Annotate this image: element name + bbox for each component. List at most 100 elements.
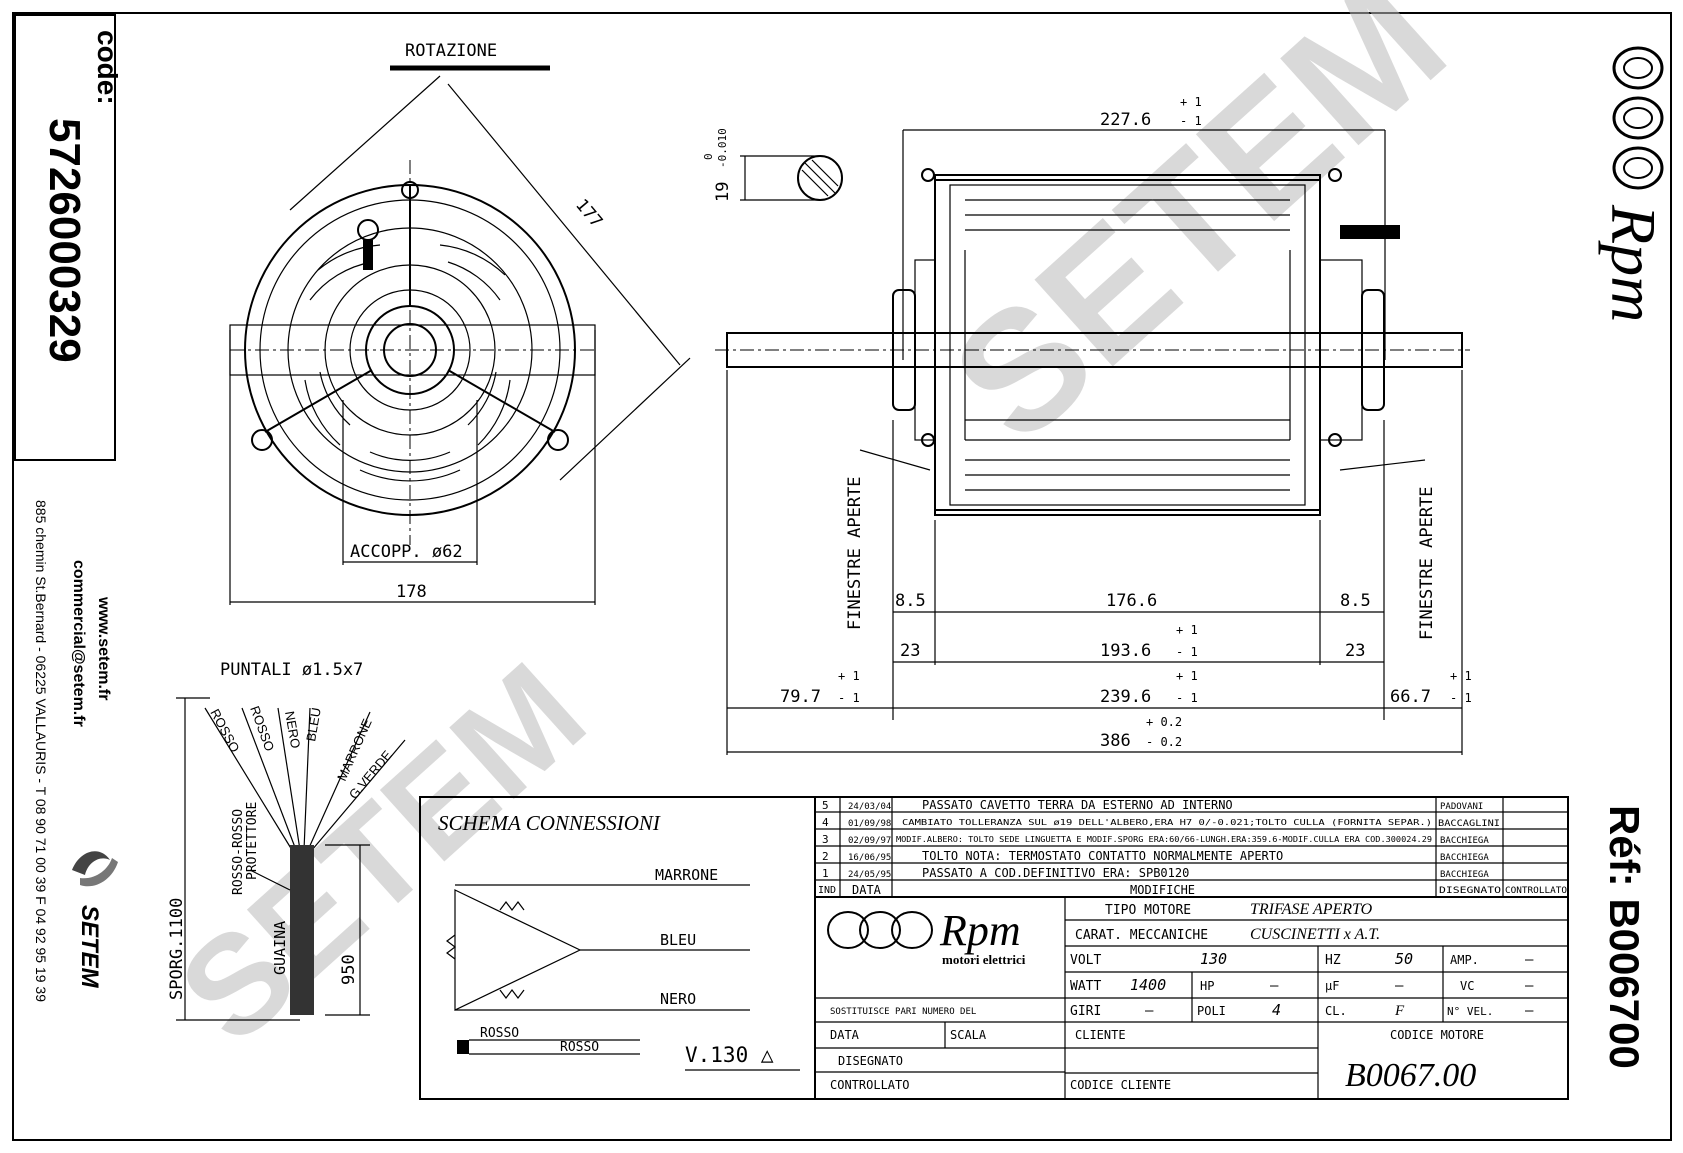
watt-label: WATT <box>1070 979 1101 994</box>
vc-value: – <box>1525 978 1534 994</box>
rev-head-mod: MODIFICHE <box>1130 883 1195 897</box>
schema-marrone: MARRONE <box>655 866 718 884</box>
coupling-dimension: ACCOPP. ø62 <box>350 542 463 562</box>
bolt-icon <box>921 168 935 182</box>
rev-by: BACCHIEGA <box>1440 870 1489 880</box>
rpm-small-text: Rpm <box>939 906 1021 955</box>
amp-label: AMP. <box>1450 953 1479 967</box>
cl-label: CL. <box>1325 1004 1347 1018</box>
rpm-logo-text: Rpm <box>1598 204 1669 322</box>
poli-value: 4 <box>1272 1001 1281 1019</box>
rev-text: MODIF.ALBERO: TOLTO SEDE LINGUETTA E MOD… <box>896 835 1432 844</box>
dim-23-left: 23 <box>900 641 920 661</box>
rev-ind: 1 <box>822 867 829 880</box>
codice-motore-value: B0067.00 <box>1345 1057 1476 1094</box>
rev-head-dis: DISEGNATO <box>1439 886 1501 896</box>
hp-label: HP <box>1200 979 1214 993</box>
volt-label: VOLT <box>1070 953 1101 968</box>
rpm-logo-small: Rpm motori elettrici <box>827 906 1026 967</box>
dim-193-6-tol-minus: - 1 <box>1176 645 1198 659</box>
shaft-diameter: 19 <box>713 182 733 202</box>
rev-date: 02/09/97 <box>848 836 891 846</box>
vel-value: – <box>1525 1003 1534 1019</box>
rev-by: BACCHIEGA <box>1440 836 1489 846</box>
codice-cliente-label: CODICE CLIENTE <box>1070 1078 1171 1092</box>
schema-title: SCHEMA CONNESSIONI <box>438 811 661 835</box>
setem-logo-text: SETEM <box>76 905 103 989</box>
top-length-tol-minus: - 1 <box>1180 114 1202 128</box>
code-box <box>14 14 116 461</box>
uf-value: – <box>1395 978 1404 994</box>
schema-bleu: BLEU <box>660 931 696 949</box>
drawing-reference: Réf: B006700 <box>1601 805 1648 1069</box>
wiring-schema: SCHEMA CONNESSIONI MARRONE BLEU NERO ROS… <box>419 796 816 1100</box>
shaft-tol-top: 0 <box>702 153 715 160</box>
rev-date: 24/05/95 <box>848 870 891 880</box>
vc-label: VC <box>1460 979 1474 993</box>
rev-head-ind: IND <box>818 885 836 896</box>
dim-386: 386 <box>1100 731 1131 751</box>
rev-by: BACCHIEGA <box>1440 853 1489 863</box>
dim-66-7: 66.7 <box>1390 687 1431 707</box>
bolt-icon <box>547 429 569 451</box>
dim-239-6-tol-minus: - 1 <box>1176 691 1198 705</box>
protector-label-1: ROSSO-ROSSO <box>231 809 246 895</box>
schema-nero: NERO <box>660 990 696 1008</box>
schema-rosso-a: ROSSO <box>480 1026 519 1041</box>
website: www.setem.fr <box>95 596 112 700</box>
windows-open-right: FINESTRE APERTE <box>1417 486 1437 640</box>
rev-head-ctrl: CONTROLLATO <box>1505 886 1567 896</box>
dim-386-tol-plus: + 0.2 <box>1146 715 1182 729</box>
bolt-icon <box>1328 433 1342 447</box>
controllato-label: CONTROLLATO <box>830 1078 909 1092</box>
uf-label: µF <box>1325 979 1339 993</box>
bolt-icon <box>921 433 935 447</box>
rev-text: PASSATO A COD.DEFINITIVO ERA: SPB0120 <box>922 866 1189 880</box>
overhang-label: SPORG.1100 <box>167 898 187 1000</box>
tipo-label: TIPO MOTORE <box>1105 903 1191 918</box>
bolt-icon <box>251 429 273 451</box>
volt-value: 130 <box>1200 950 1227 968</box>
schema-voltage: V.130 △ <box>685 1043 774 1067</box>
dim-66-7-tol-minus: - 1 <box>1450 691 1472 705</box>
data-label: DATA <box>830 1028 860 1042</box>
rpm-coil-icon <box>1612 46 1664 190</box>
hp-value: – <box>1270 978 1279 994</box>
dim-239-6: 239.6 <box>1100 687 1151 707</box>
dim-79-7: 79.7 <box>780 687 821 707</box>
rev-head-date: DATA <box>852 883 882 897</box>
rev-ind: 4 <box>822 816 829 829</box>
shaft-tol-bottom: -0.010 <box>716 128 729 168</box>
windows-open-left: FINESTRE APERTE <box>845 476 865 630</box>
rpm-small-sub: motori elettrici <box>942 952 1026 967</box>
carat-value: CUSCINETTI x A.T. <box>1250 926 1380 943</box>
email: commercial@setem.fr <box>70 560 87 727</box>
poli-label: POLI <box>1197 1004 1226 1018</box>
shaft-section: 19 0 -0.010 <box>702 128 843 202</box>
rev-date: 01/09/98 <box>848 819 891 829</box>
vel-label: N° VEL. <box>1447 1005 1493 1018</box>
sheath-label: GUAINA <box>271 921 289 975</box>
rev-date: 24/03/04 <box>848 802 891 812</box>
schema-rosso-b: ROSSO <box>560 1040 599 1055</box>
sostituisce-label: SOSTITUISCE PARI NUMERO DEL <box>830 1007 976 1017</box>
dim-239-6-tol-plus: + 1 <box>1176 669 1198 683</box>
dim-79-7-tol-plus: + 1 <box>838 669 860 683</box>
rev-text: CAMBIATO TOLLERANZA SUL ø19 DELL'ALBERO,… <box>902 818 1432 827</box>
tipo-value: TRIFASE APERTO <box>1250 901 1373 918</box>
codice-motore-label: CODICE MOTORE <box>1390 1028 1484 1042</box>
amp-value: – <box>1525 952 1534 968</box>
rpm-logo-top: Rpm <box>1598 46 1669 322</box>
tips-label: PUNTALI ø1.5x7 <box>220 660 363 680</box>
disegnato-label: DISEGNATO <box>838 1054 903 1068</box>
front-view: ROTAZIONE <box>229 41 691 605</box>
rev-ind: 2 <box>822 850 829 863</box>
dim-8-5-right: 8.5 <box>1340 591 1371 611</box>
dim-193-6-tol-plus: + 1 <box>1176 623 1198 637</box>
bolt-icon <box>1328 168 1342 182</box>
rev-by: PADOVANI <box>1440 802 1483 812</box>
code-value: 5726000329 <box>40 118 89 363</box>
wire-label: ROSSO <box>207 706 242 755</box>
top-length: 227.6 <box>1100 110 1151 130</box>
